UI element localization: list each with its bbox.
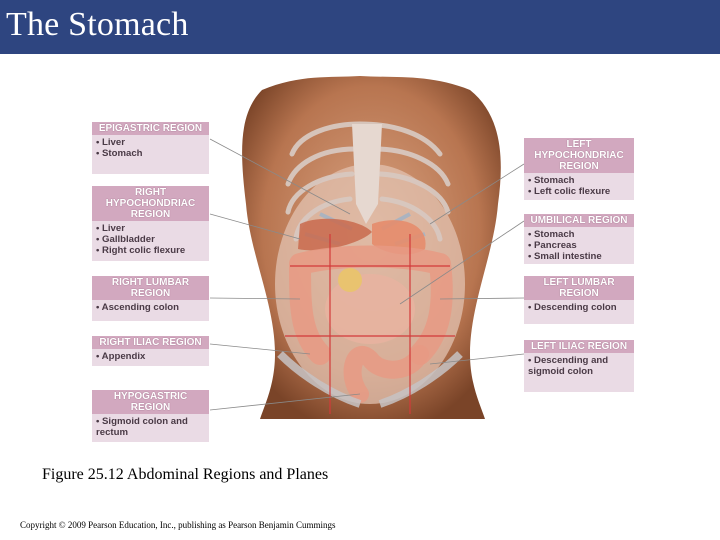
label-umbilical: UMBILICAL REGION Stomach Pancreas Small … [524, 214, 634, 264]
label-left-iliac: LEFT ILIAC REGION Descending and sigmoid… [524, 340, 634, 392]
abdominal-regions-figure: EPIGASTRIC REGION Liver Stomach RIGHT HY… [0, 54, 720, 454]
label-epigastric: EPIGASTRIC REGION Liver Stomach [92, 122, 209, 174]
label-epigastric-heading: EPIGASTRIC REGION [92, 122, 209, 135]
label-right-hypochondriac-item: Liver [96, 223, 205, 234]
label-epigastric-item: Liver [96, 137, 205, 148]
title-bar: The Stomach [0, 0, 720, 54]
label-left-hypochondriac: LEFT HYPOCHONDRIAC REGION Stomach Left c… [524, 138, 634, 200]
label-right-hypochondriac: RIGHT HYPOCHONDRIAC REGION Liver Gallbla… [92, 186, 209, 261]
label-hypogastric: HYPOGASTRIC REGION Sigmoid colon and rec… [92, 390, 209, 442]
label-left-hypochondriac-heading: LEFT HYPOCHONDRIAC REGION [524, 138, 634, 173]
label-right-lumbar-item: Ascending colon [96, 302, 205, 313]
label-umbilical-item: Pancreas [528, 240, 630, 251]
label-right-iliac-item: Appendix [96, 351, 205, 362]
label-left-iliac-heading: LEFT ILIAC REGION [524, 340, 634, 353]
label-right-lumbar: RIGHT LUMBAR REGION Ascending colon [92, 276, 209, 321]
small-intestine [325, 274, 415, 344]
label-left-iliac-item: Descending and sigmoid colon [528, 355, 630, 377]
label-right-hypochondriac-item: Gallbladder [96, 234, 205, 245]
label-left-lumbar-heading: LEFT LUMBAR REGION [524, 276, 634, 300]
label-epigastric-item: Stomach [96, 148, 205, 159]
label-left-hypochondriac-item: Left colic flexure [528, 186, 630, 197]
label-right-lumbar-heading: RIGHT LUMBAR REGION [92, 276, 209, 300]
label-right-iliac: RIGHT ILIAC REGION Appendix [92, 336, 209, 366]
copyright-notice: Copyright © 2009 Pearson Education, Inc.… [20, 520, 336, 530]
label-umbilical-heading: UMBILICAL REGION [524, 214, 634, 227]
label-left-lumbar: LEFT LUMBAR REGION Descending colon [524, 276, 634, 324]
label-right-hypochondriac-heading: RIGHT HYPOCHONDRIAC REGION [92, 186, 209, 221]
label-hypogastric-item: Sigmoid colon and rectum [96, 416, 205, 438]
label-left-lumbar-item: Descending colon [528, 302, 630, 313]
label-right-hypochondriac-item: Right colic flexure [96, 245, 205, 256]
label-umbilical-item: Small intestine [528, 251, 630, 262]
slide-title: The Stomach [6, 6, 189, 44]
label-hypogastric-heading: HYPOGASTRIC REGION [92, 390, 209, 414]
gallbladder [338, 268, 362, 292]
label-umbilical-item: Stomach [528, 229, 630, 240]
label-left-hypochondriac-item: Stomach [528, 175, 630, 186]
figure-caption: Figure 25.12 Abdominal Regions and Plane… [42, 466, 328, 484]
label-right-iliac-heading: RIGHT ILIAC REGION [92, 336, 209, 349]
